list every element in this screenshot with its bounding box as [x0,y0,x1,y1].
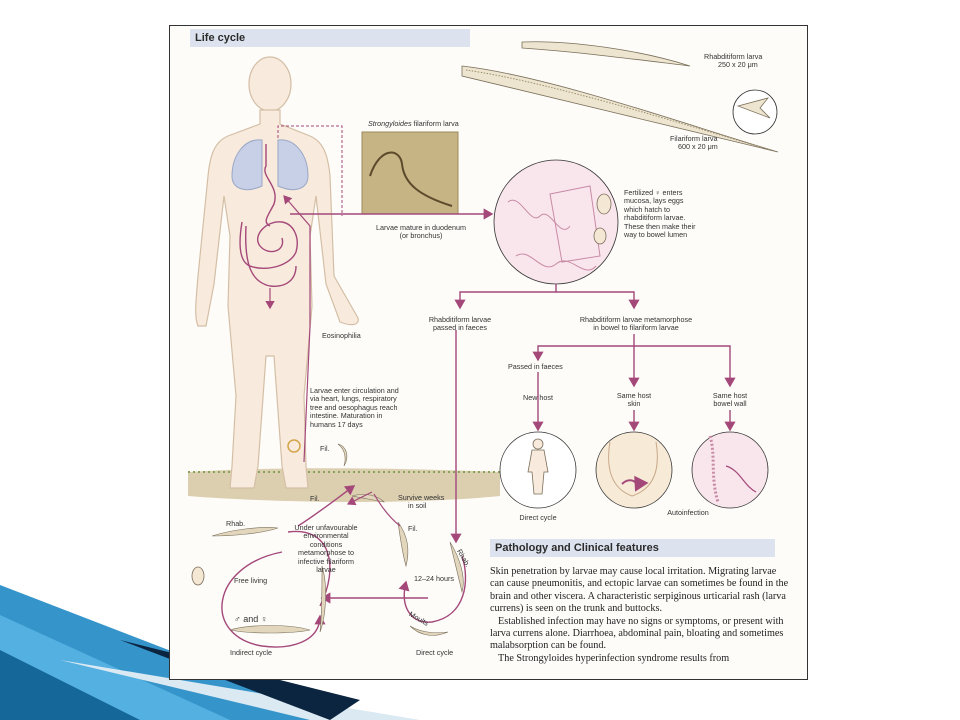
same-host-skin-circle [595,431,673,509]
survive-label: Survive weeks in soil [398,493,445,511]
hours-label: 12–24 hours [414,574,454,583]
intestines [239,144,298,287]
paragraph: Established infection may have no signs … [490,615,784,652]
soil-ground [188,468,500,502]
fil-label: Fil. [408,524,418,533]
fil-label: Fil. [310,494,320,503]
rhabditiform-larva-drawing [521,41,691,67]
photo-caption: Strongyloides filariform larva [368,119,459,128]
indirect-cycle-label: Indirect cycle [230,648,272,657]
free-living-label: Free living [234,576,268,585]
filariform-larva-photo [361,131,459,215]
filariform-larva-label: Filariform larva 600 x 20 μm [670,134,718,152]
male-female-label: ♂ and ♀ [234,614,268,624]
paragraph: The Strongyloides hyperinfection syndrom… [498,652,730,664]
textbook-figure: Life cycle Pathology and Clinical featur… [169,25,808,680]
same-host-bowel-circle [691,431,769,509]
unfavourable-label: Under unfavourable environmental conditi… [294,523,358,575]
pathology-text: Skin penetration by larvae may cause loc… [490,566,790,665]
mucosa-magnified [493,159,619,285]
larvae-mature-label: Larvae mature in duodenum (or bronchus) [376,223,466,241]
rhab-passed-label: Rhabditiform larvae passed in faeces [428,315,492,333]
life-cycle-illustration [188,41,779,648]
direct-cycle-label: Direct cycle [416,648,454,657]
rhabditiform-larva-label: Rhabditiform larva 250 x 20 μm [704,52,763,70]
circulation-label: Larvae enter circulation and via heart, … [310,386,399,429]
rhab-label: Rhab. [226,519,246,528]
life-cycle-header: Life cycle [190,29,470,47]
rhab-metamorphose-label: Rhabditiform larvae metamorphose in bowe… [579,315,693,333]
fil-label: Fil. [320,444,330,453]
pathology-header: Pathology and Clinical features [490,539,775,557]
lungs [231,139,309,191]
autoinfection-label: Autoinfection [667,508,709,517]
fertilized-female-label: Fertilized ♀ enters mucosa, lays eggs wh… [624,188,696,240]
human-body-figure [195,56,359,489]
direct-cycle-diagram [398,555,467,623]
filariform-larva-drawing [461,65,779,153]
new-host-label: New host [523,393,553,402]
paragraph: Skin penetration by larvae may cause loc… [490,566,789,615]
same-host-skin-label: Same host skin [616,391,652,409]
eosinophilia-label: Eosinophilia [322,331,361,340]
same-host-bowel-label: Same host bowel wall [712,391,748,409]
direct-cycle-caption: Direct cycle [519,513,557,522]
passed-in-faeces-label: Passed in faeces [508,362,563,371]
